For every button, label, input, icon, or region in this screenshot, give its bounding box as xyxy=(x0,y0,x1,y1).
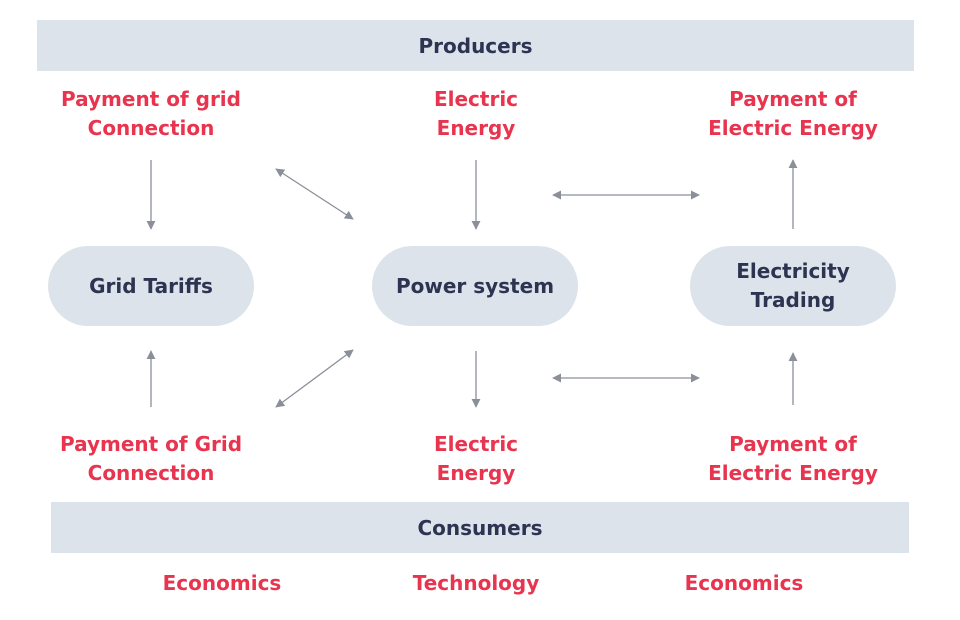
technology-label: Technology xyxy=(412,571,540,595)
grid-tariffs-node: Grid Tariffs xyxy=(48,246,254,326)
producers-label: Producers xyxy=(418,33,533,58)
arrow-power-system-grid-connection-bottom xyxy=(275,349,354,408)
grid-tariffs-label: Grid Tariffs xyxy=(89,273,213,298)
payment-electric-energy-top-label: Payment of Electric Energy xyxy=(708,87,878,140)
economics-left-label: Economics xyxy=(162,571,282,595)
consumers-band: Consumers xyxy=(51,502,909,553)
producers-band: Producers xyxy=(37,20,914,71)
power-system-label: Power system xyxy=(395,273,555,298)
payment-grid-connection-bottom-label: Payment of Grid Connection xyxy=(59,432,243,485)
payment-grid-connection-top-label: Payment of grid Connection xyxy=(61,87,241,140)
electricity-trading-label: Electricity Trading xyxy=(736,259,850,312)
electricity-trading-node: Electricity Trading xyxy=(690,246,896,326)
power-system-node: Power system xyxy=(372,246,578,326)
consumers-label: Consumers xyxy=(417,515,543,540)
electric-energy-bottom-label: Electric Energy xyxy=(433,432,519,485)
arrow-grid-connection-power-system xyxy=(275,168,354,220)
economics-right-label: Economics xyxy=(684,571,804,595)
payment-electric-energy-bottom-label: Payment of Electric Energy xyxy=(708,432,878,485)
electric-energy-top-label: Electric Energy xyxy=(433,87,519,140)
